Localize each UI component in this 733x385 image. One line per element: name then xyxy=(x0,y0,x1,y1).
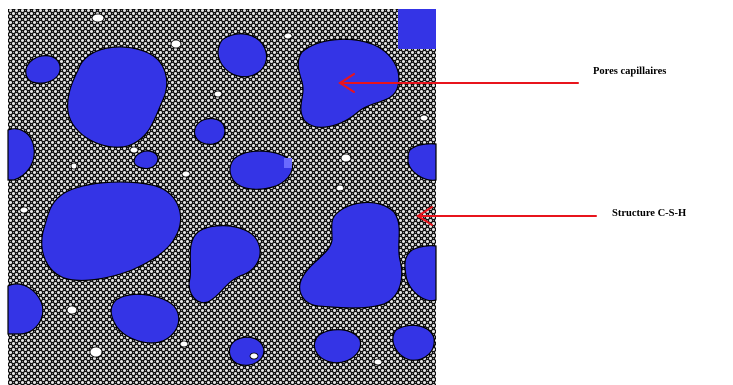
particle xyxy=(130,147,138,153)
particle xyxy=(20,207,28,213)
particle xyxy=(180,341,188,347)
particle xyxy=(92,14,104,22)
particle xyxy=(214,91,222,97)
label-structure-csh: Structure C-S-H xyxy=(612,208,686,219)
matrix-top-right-pore xyxy=(398,9,436,49)
particle xyxy=(90,347,102,357)
particle xyxy=(71,163,77,169)
particle xyxy=(250,353,258,359)
particle xyxy=(284,33,292,39)
label-pores-capillaires: Pores capillaires xyxy=(593,66,666,77)
particle xyxy=(182,171,190,177)
particle xyxy=(374,359,382,365)
particle xyxy=(171,40,181,48)
arrow-csh xyxy=(418,207,596,225)
particle xyxy=(341,154,351,162)
particle xyxy=(420,115,428,121)
pore xyxy=(229,337,264,365)
particle xyxy=(67,306,77,314)
particle xyxy=(336,185,344,191)
highlight-fragment xyxy=(284,158,292,168)
pore xyxy=(194,119,224,145)
